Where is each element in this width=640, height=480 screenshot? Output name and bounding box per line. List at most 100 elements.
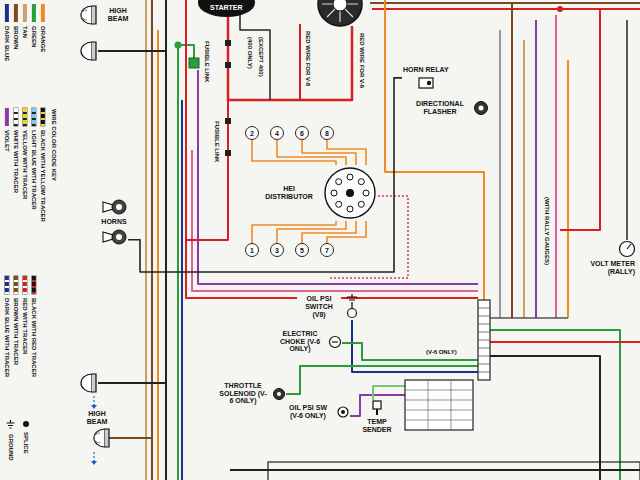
spark-plug: 7 <box>320 243 334 257</box>
legend-text: GROUND <box>7 433 14 462</box>
legend-text: BROWN WITH TRACER <box>12 297 19 366</box>
alternator-hub <box>333 0 347 11</box>
lower-panel-outline <box>268 462 640 480</box>
horn-symbol <box>100 228 128 246</box>
headlamp-symbol <box>81 374 96 392</box>
headlamp-lens <box>81 374 92 392</box>
alternator-spokes <box>322 0 358 22</box>
headlamp-symbol-part <box>94 429 105 447</box>
connector-block <box>405 380 473 430</box>
distributor-cap-symbol-part <box>325 168 375 218</box>
wire <box>370 2 640 4</box>
solenoid-symbol-part <box>274 388 285 399</box>
cylinder-number: 6 <box>300 130 304 137</box>
splice-dot <box>175 42 182 49</box>
horn-symbol-part <box>112 200 126 214</box>
relay-symbol-part <box>427 80 431 84</box>
solenoid-symbol-part <box>277 392 281 396</box>
gauge-symbol-part <box>627 244 631 249</box>
wire <box>165 0 167 480</box>
color-swatch <box>22 4 26 22</box>
wire <box>352 320 478 372</box>
legend-text: BROWN <box>12 25 19 50</box>
legend-text: DARK BLUE <box>3 25 10 62</box>
wire <box>327 140 366 165</box>
wire <box>490 317 568 319</box>
arrow-head <box>91 461 97 465</box>
distributor-cap-symbol-part <box>358 179 364 185</box>
oil-pressure-switch: OIL PSI SW (V-6 ONLY) <box>283 404 350 419</box>
pressure-switch-symbol-part <box>348 309 357 318</box>
legend-text: ORANGE <box>39 25 46 53</box>
legend-entry: BLACK WITH YELLOW TRACER <box>39 108 46 223</box>
color-swatch <box>31 4 35 22</box>
splice-dot <box>557 6 563 12</box>
distributor-cap-symbol <box>322 165 378 221</box>
wire-note: (EXCEPT 400) <box>257 36 264 78</box>
headlamp-symbol <box>70 4 98 26</box>
pressure-switch-symbol-part <box>347 294 357 309</box>
bulkhead-body <box>478 300 490 380</box>
wire <box>108 437 152 439</box>
bulkhead-pins <box>478 308 490 372</box>
distributor-cap-symbol-part <box>363 190 369 196</box>
headlamp-lens <box>81 42 92 60</box>
wire <box>181 100 183 480</box>
wire <box>560 9 600 230</box>
wire <box>490 356 600 480</box>
wire <box>626 20 628 240</box>
wire <box>302 140 356 165</box>
tracer-swatch <box>40 108 44 126</box>
legend-entry: VIOLET <box>3 108 10 153</box>
spark-plug: 6 <box>295 126 309 140</box>
hei-distributor: HEI DISTRIBUTOR <box>259 165 378 221</box>
wire <box>98 50 166 52</box>
component-label: HIGH BEAM <box>80 410 114 425</box>
sender-symbol <box>370 400 384 416</box>
horn-symbol-part <box>112 230 126 244</box>
color-swatch <box>13 4 17 22</box>
flasher-symbol-part <box>475 102 488 115</box>
tracer-swatch <box>22 108 26 126</box>
wire <box>277 221 346 243</box>
splice-dot-part <box>23 421 29 427</box>
component-label: VOLT METER (RALLY) <box>580 260 636 275</box>
tracer-swatch <box>13 108 17 126</box>
wire-note: RED WIRE FOR V-6 <box>358 32 365 89</box>
fusible-link-symbol <box>225 150 231 156</box>
tracer-swatch <box>4 276 8 294</box>
component-label: THROTTLE SOLENOID (V-6 ONLY) <box>217 382 269 405</box>
legend-entry: DARK BLUE <box>3 4 10 62</box>
connector-block-grid <box>405 380 473 430</box>
legend-entry: YELLOW WITH TRACER <box>21 108 28 200</box>
legend-entry: TAN <box>21 4 28 39</box>
legend-entry: SPLICE <box>22 420 30 455</box>
wire <box>373 386 405 400</box>
component-label: STARTER <box>209 4 244 12</box>
arrow-head <box>91 405 97 409</box>
wire <box>230 469 640 471</box>
wire-note: (V-6 ONLY) <box>425 349 458 356</box>
gauge-symbol <box>618 240 636 258</box>
headlamp-base <box>92 42 96 60</box>
wire <box>240 14 270 100</box>
horn-symbol-part <box>116 204 122 210</box>
wire <box>151 0 153 480</box>
switch-symbol <box>336 405 350 419</box>
legend-entry: LIGHT BLUE WITH TRACER <box>30 108 37 211</box>
wire <box>228 16 352 100</box>
wire-note: RED WIRE FOR V-8 <box>304 30 311 87</box>
legend-entry: BROWN <box>12 4 19 50</box>
component-label: HEI DISTRIBUTOR <box>259 185 319 200</box>
starter-motor: STARTER <box>198 0 255 17</box>
component-label: OIL PSI SW (V-6 ONLY) <box>283 404 333 419</box>
headlamp-symbol-part <box>105 429 109 447</box>
spark-plug: 8 <box>320 126 334 140</box>
wire <box>252 221 336 243</box>
switch-symbol-part <box>341 410 345 414</box>
legend-text: SPLICE <box>23 431 30 455</box>
legend-entry: BLACK WITH RED TRACER <box>30 276 37 378</box>
headlamp-symbol-part <box>81 6 92 24</box>
switch-symbol-part <box>338 407 348 417</box>
